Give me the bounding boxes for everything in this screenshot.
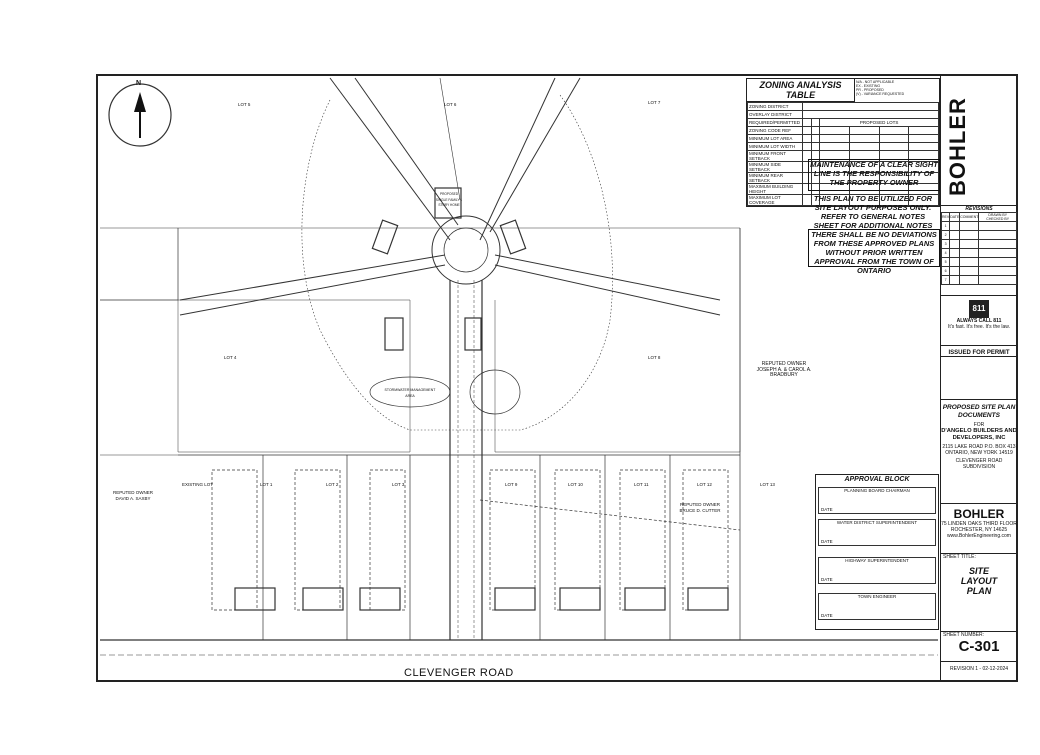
road-label: CLEVENGER ROAD — [404, 667, 514, 679]
zoning-analysis-table: ZONING ANALYSIS TABLE N/A - NOT APPLICAB… — [746, 78, 940, 207]
lot-label: LOT 7 — [648, 100, 661, 105]
sheet-title-label: SHEET TITLE: — [943, 554, 976, 560]
lot-label: LOT 5 — [238, 102, 251, 107]
lot-label: LOT 1 — [260, 482, 273, 487]
for-label: FOR — [973, 422, 985, 428]
north-label: N — [136, 80, 142, 87]
layout-note: THIS PLAN TO BE UTILIZED FOR SITE LAYOUT… — [813, 194, 933, 230]
lot-label: LOT 3 — [392, 482, 405, 487]
client-address: 2115 LAKE ROAD P.O. BOX 413 ONTARIO, NEW… — [942, 444, 1016, 456]
call-811-logo: 811 — [969, 300, 989, 318]
lot-label: LOT 9 — [505, 482, 518, 487]
owner-saxby: REPUTED OWNER DAVID A. SAXBY — [112, 490, 153, 501]
drawing-sheet-border — [96, 74, 1018, 682]
brand-logo: BOHLER — [953, 507, 1005, 521]
sheet-number-label: SHEET NUMBER: — [943, 632, 985, 638]
brand-website: www.BohlerEngineering.com — [947, 533, 1011, 539]
stormwater-label: STORMWATER MANAGEMENT AREA — [384, 388, 436, 398]
brand-panel: BOHLER — [941, 76, 1017, 206]
engineer-panel: BOHLER 75 LINDEN OAKS THIRD FLOOR ROCHES… — [941, 504, 1017, 554]
revision-note-panel: REVISION 1 - 02-12-2024 — [941, 662, 1017, 680]
sheet-number: C-301 — [958, 638, 1000, 655]
issued-status: ISSUED FOR PERMIT — [941, 350, 1017, 357]
site-plan-drawing — [100, 77, 938, 656]
project-name: CLEVENGER ROAD SUBDIVISION — [955, 458, 1003, 470]
revision-note: REVISION 1 - 02-12-2024 — [949, 666, 1009, 672]
call-811-sub: It's fast. It's free. It's the law. — [947, 324, 1011, 330]
lot-label: LOT 4 — [224, 355, 237, 360]
deviations-note: THERE SHALL BE NO DEVIATIONS FROM THESE … — [808, 229, 940, 275]
sheet-number-panel: SHEET NUMBER: C-301 — [941, 632, 1017, 662]
lot-label: LOT 10 — [568, 482, 583, 487]
home-label: PROPOSED SINGLE FAMILY 1 STORY HOME — [435, 192, 463, 207]
client-name: D'ANGELO BUILDERS AND DEVELOPERS, INC — [941, 428, 1017, 441]
lot-label: LOT 2 — [326, 482, 339, 487]
lot-label: LOT 13 — [760, 482, 775, 487]
call-811-text: ALWAYS CALL 811 — [956, 318, 1002, 324]
north-arrow-head — [134, 92, 146, 112]
zoning-legend: N/A - NOT APPLICABLE EX - EXISTING PR - … — [854, 79, 939, 102]
owner-bradbury: REPUTED OWNER JOSEPH A. & CAROL A. BRADB… — [756, 361, 812, 378]
north-arrow-circle — [108, 83, 172, 147]
lot-label: LOT 6 — [444, 102, 457, 107]
revisions-title: REVISIONS — [965, 206, 993, 212]
lot-label: EXISTING LOT — [182, 482, 214, 487]
issued-panel: ISSUED FOR PERMIT — [941, 346, 1017, 400]
brand-logo-vertical: BOHLER — [945, 97, 970, 196]
zoning-table-title: ZONING ANALYSIS TABLE — [747, 79, 854, 102]
sheet-title: SITE LAYOUT PLAN — [960, 566, 998, 596]
zoning-grid: ZONING DISTRICT OVERLAY DISTRICT REQUIRE… — [747, 102, 939, 206]
owner-cutter: REPUTED OWNER BRUCE D. CUTTER — [679, 502, 721, 513]
lot-label: LOT 8 — [648, 355, 661, 360]
brand-address: 75 LINDEN OAKS THIRD FLOOR ROCHESTER, NY… — [941, 521, 1017, 533]
sheet-title-panel: SHEET TITLE: SITE LAYOUT PLAN — [941, 554, 1017, 632]
lot-label: LOT 11 — [634, 482, 649, 487]
sight-line-note: MAINTENANCE OF A CLEAR SIGHT LINE IS THE… — [808, 159, 940, 191]
document-title: PROPOSED SITE PLAN DOCUMENTS — [942, 404, 1016, 419]
lot-label: LOT 12 — [697, 482, 712, 487]
project-panel: PROPOSED SITE PLAN DOCUMENTS FOR D'ANGEL… — [941, 400, 1017, 504]
approval-title: APPROVAL BLOCK — [844, 476, 910, 483]
call-811-panel: 811 ALWAYS CALL 811 It's fast. It's free… — [941, 296, 1017, 346]
